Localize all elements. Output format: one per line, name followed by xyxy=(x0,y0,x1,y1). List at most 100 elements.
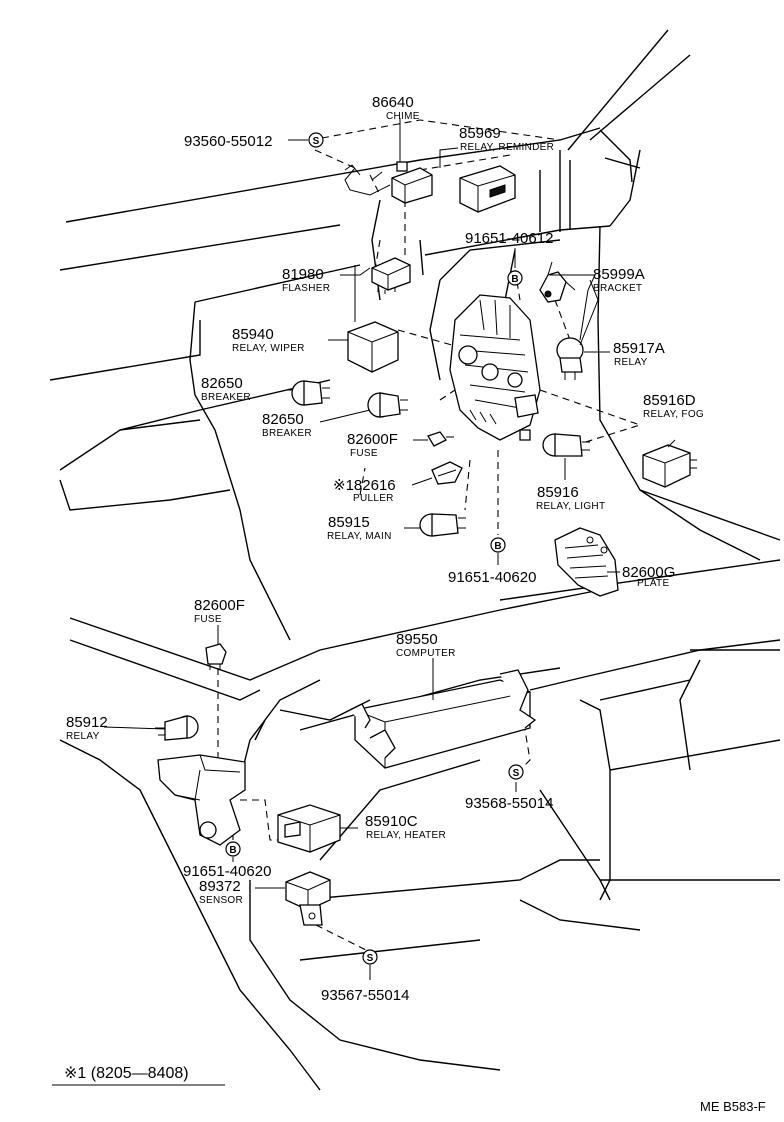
callout-82600F-1: 82600F FUSE xyxy=(347,431,398,459)
callout-89550: 89550 COMPUTER xyxy=(396,631,456,659)
part-name: RELAY, MAIN xyxy=(327,531,392,542)
svg-text:S: S xyxy=(513,768,520,779)
part-number: 91651-40620 xyxy=(448,569,536,586)
part-name: BREAKER xyxy=(201,392,251,403)
svg-text:B: B xyxy=(494,541,501,552)
fuse-block-part xyxy=(449,294,541,441)
callout-91651-40612: 91651-40612 xyxy=(465,230,553,247)
callout-93567-55014: 93567-55014 xyxy=(321,987,409,1004)
callout-85917A: 85917A RELAY xyxy=(613,340,665,368)
part-number: 85916D xyxy=(643,392,696,409)
callout-82616: ※182616 PULLER xyxy=(333,477,396,504)
fog-relay-part xyxy=(642,444,697,488)
part-number: 82650 xyxy=(262,411,304,428)
callout-85940: 85940 RELAY, WIPER xyxy=(232,326,305,354)
part-name: RELAY, FOG xyxy=(643,409,704,420)
heater-relay-part xyxy=(277,804,341,853)
plate-part xyxy=(554,527,619,597)
callout-82600G: 82600G PLATE xyxy=(622,564,675,589)
breaker-part-2 xyxy=(367,392,408,418)
callout-93560-55012: 93560-55012 xyxy=(184,133,272,150)
relay-holder-bracket xyxy=(157,754,246,846)
part-number: 89372 xyxy=(199,878,241,895)
svg-text:S: S xyxy=(367,953,374,964)
relay-85917A-part xyxy=(556,337,584,380)
part-number: 93560-55012 xyxy=(184,133,272,150)
callout-86640: 86640 CHIME xyxy=(372,94,420,122)
s-symbol-3: S xyxy=(362,949,378,965)
lower-body-outline xyxy=(59,559,781,1091)
wiper-relay-part xyxy=(347,321,399,373)
callout-91651-40620-1: 91651-40620 xyxy=(448,569,536,586)
b-symbol-1: B xyxy=(507,270,523,286)
part-number: 82650 xyxy=(201,375,243,392)
flasher-part xyxy=(371,257,411,294)
callout-85910C: 85910C RELAY, HEATER xyxy=(365,813,446,841)
diagram-code: ME B583-F xyxy=(700,1099,766,1114)
part-number: 82600G xyxy=(622,564,675,581)
part-name: RELAY, HEATER xyxy=(366,830,446,841)
s-symbol-2: S xyxy=(508,764,524,780)
part-number: 86640 xyxy=(372,94,414,111)
part-name: PULLER xyxy=(353,493,394,504)
callout-82650-1: 82650 BREAKER xyxy=(201,375,251,403)
callout-91651-40620-2: 91651-40620 xyxy=(183,863,271,880)
part-name: RELAY, REMINDER xyxy=(460,142,554,153)
part-number: 93568-55014 xyxy=(465,795,553,812)
relay-85912-part xyxy=(155,715,199,741)
callout-85969: 85969 RELAY, REMINDER xyxy=(459,125,554,153)
callout-85915: 85915 RELAY, MAIN xyxy=(327,514,392,542)
part-name: RELAY xyxy=(614,357,648,368)
callout-93568-55014: 93568-55014 xyxy=(465,795,553,812)
light-relay-part xyxy=(542,433,590,457)
part-number: 85969 xyxy=(459,125,501,142)
fuse-part-1 xyxy=(427,431,454,447)
part-number: 91651-40620 xyxy=(183,863,271,880)
footnote-text: ※1 (8205—8408) xyxy=(64,1065,189,1082)
part-name: COMPUTER xyxy=(396,648,456,659)
callout-85912: 85912 RELAY xyxy=(66,714,108,742)
sensor-part xyxy=(285,871,331,926)
part-name: RELAY xyxy=(66,731,100,742)
b-symbol-3: B xyxy=(225,841,241,857)
part-number: 82600F xyxy=(194,597,245,614)
callout-85999A: 85999A BRACKET xyxy=(593,266,645,294)
reminder-relay-part xyxy=(459,165,516,213)
part-name: BRACKET xyxy=(593,283,642,294)
bracket-part xyxy=(539,261,576,303)
part-name: CHIME xyxy=(386,111,420,122)
part-number: 91651-40612 xyxy=(465,230,553,247)
part-number: 85915 xyxy=(328,514,370,531)
b-symbol-2: B xyxy=(490,537,506,553)
part-number: 81980 xyxy=(282,266,324,283)
callout-89372: 89372 SENSOR xyxy=(199,878,243,906)
main-relay-part xyxy=(419,513,466,537)
part-name: SENSOR xyxy=(199,895,243,906)
computer-part xyxy=(349,669,537,769)
part-name: RELAY, WIPER xyxy=(232,343,305,354)
callout-82650-2: 82650 BREAKER xyxy=(262,411,312,439)
part-number: 89550 xyxy=(396,631,438,648)
chime-part xyxy=(344,161,433,204)
callout-82600F-2: 82600F FUSE xyxy=(194,597,245,625)
part-number: 85999A xyxy=(593,266,645,283)
s-symbol-1: S xyxy=(308,132,324,148)
svg-text:B: B xyxy=(229,845,236,856)
part-name: BREAKER xyxy=(262,428,312,439)
part-name: FUSE xyxy=(350,448,378,459)
leader-lines xyxy=(103,118,676,980)
svg-text:B: B xyxy=(511,274,518,285)
dashed-connectors xyxy=(217,119,642,953)
puller-part xyxy=(431,461,463,485)
breaker-part-1 xyxy=(291,380,330,406)
part-number: ※182616 xyxy=(333,477,396,494)
callout-85916D: 85916D RELAY, FOG xyxy=(643,392,704,420)
part-name: FUSE xyxy=(194,614,222,625)
part-name: PLATE xyxy=(637,578,669,589)
part-number: 85940 xyxy=(232,326,274,343)
part-number: 93567-55014 xyxy=(321,987,409,1004)
part-number: 82600F xyxy=(347,431,398,448)
svg-text:S: S xyxy=(313,136,320,147)
part-number: 85917A xyxy=(613,340,665,357)
